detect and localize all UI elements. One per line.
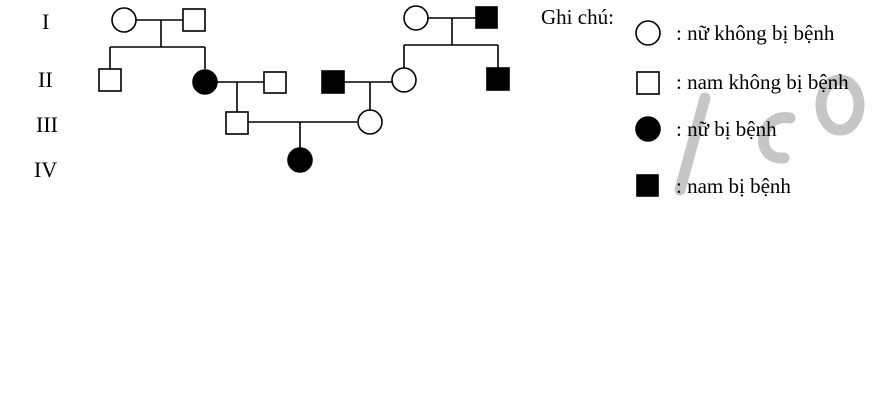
individual-ii6-male-affected: [486, 67, 510, 91]
individual-i2-male-unaffected: [182, 8, 206, 32]
individual-i4-male-affected: [475, 6, 498, 29]
pedigree-lines: [109, 17, 499, 148]
individual-ii3-male-unaffected: [263, 71, 287, 94]
watermark: [674, 74, 865, 196]
individual-i3-female-unaffected: [403, 5, 429, 31]
generation-label-3: III: [36, 112, 58, 137]
individual-ii2-female-affected: [192, 69, 218, 95]
legend-male-affected-label: : nam bị bệnh: [676, 174, 791, 198]
legend-female-unaffected-icon: [635, 20, 661, 46]
generation-label-2: II: [38, 67, 53, 92]
individual-ii1-male-unaffected: [98, 68, 122, 92]
individual-ii5-female-unaffected: [391, 67, 417, 93]
legend-male-unaffected-icon: [636, 71, 660, 95]
generation-label-4: IV: [34, 157, 57, 182]
individual-iv1-female-affected: [287, 147, 313, 173]
individual-iii1-male-unaffected: [225, 111, 249, 135]
legend-female-affected-icon: [635, 116, 661, 142]
individual-ii4-male-affected: [321, 70, 345, 94]
individual-iii2-female-unaffected: [357, 109, 383, 135]
legend-male-affected-icon: [636, 174, 659, 197]
individual-i1-female-unaffected: [111, 7, 137, 33]
legend-female-unaffected-label: : nữ không bị bệnh: [676, 21, 835, 45]
legend-male-unaffected-label: : nam không bị bệnh: [676, 70, 849, 94]
legend: Ghi chú: : nữ không bị bệnh : nam không …: [541, 5, 849, 198]
legend-title: Ghi chú:: [541, 5, 614, 29]
legend-female-affected-label: : nữ bị bệnh: [676, 117, 777, 141]
generation-label-1: I: [42, 9, 49, 34]
